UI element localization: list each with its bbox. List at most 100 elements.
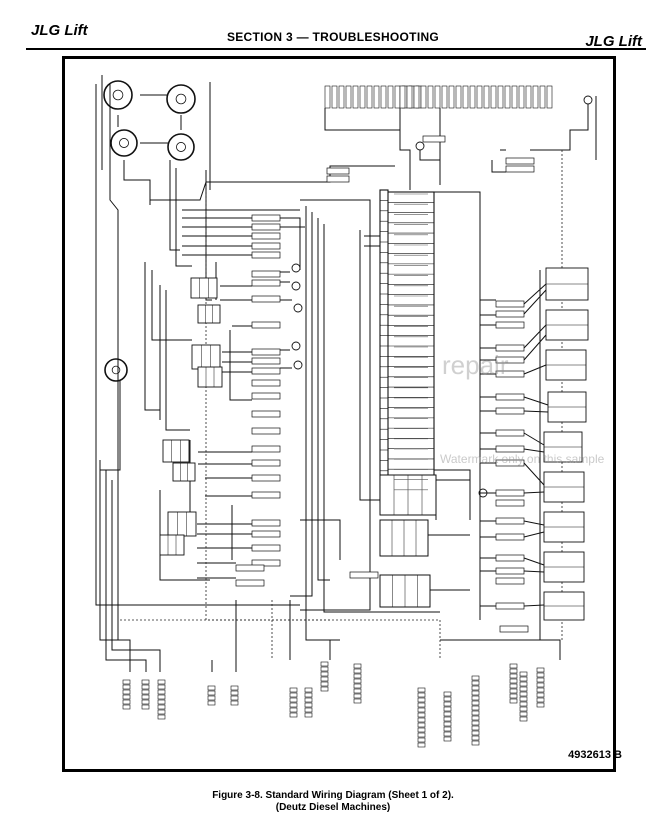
bottom-pin (230, 685, 239, 691)
bottom-pin (417, 712, 426, 718)
bottom-pin (417, 727, 426, 733)
brand-logo-left: JLG Lift (31, 22, 88, 39)
wire-tag (251, 392, 281, 400)
wire-trace (317, 218, 330, 581)
top-connector-pin (525, 85, 532, 109)
top-connector-pin (324, 85, 331, 109)
wire-tag (251, 223, 281, 231)
bottom-pin (417, 692, 426, 698)
wire-tag (251, 530, 281, 538)
top-connector-pin (546, 85, 553, 109)
wire-tag (495, 459, 525, 467)
ring-terminal-icon (291, 281, 301, 291)
wire-trace (359, 230, 380, 501)
bottom-pin (519, 706, 528, 712)
wire-trace (491, 160, 506, 173)
relay-block (159, 534, 185, 556)
bottom-pin (443, 696, 452, 702)
wire-trace (280, 217, 301, 270)
bottom-pin (320, 671, 329, 677)
wire-trace (290, 212, 313, 597)
ring-terminal-icon (415, 141, 425, 151)
bottom-pin (141, 694, 150, 700)
wire-tag (326, 175, 350, 183)
bottom-pin (417, 737, 426, 743)
wire-trace (169, 160, 180, 251)
bottom-pin (443, 711, 452, 717)
bottom-pin (207, 695, 216, 701)
wire-tag (495, 356, 525, 364)
wire-tag (251, 474, 281, 482)
wire-tag (495, 499, 525, 507)
bottom-pin (141, 704, 150, 710)
bottom-pin (509, 678, 518, 684)
bottom-pin (320, 666, 329, 672)
wire-tag (495, 489, 525, 497)
wire-trace (523, 289, 547, 315)
bottom-pin (519, 691, 528, 697)
wire-tag (495, 517, 525, 525)
top-connector-pin (406, 85, 413, 109)
wire-trace (105, 470, 147, 672)
bottom-pin (443, 706, 452, 712)
bottom-pin (536, 697, 545, 703)
document-number: 4932613 B (568, 749, 622, 761)
wire-trace (99, 460, 131, 672)
wire-tag (251, 357, 281, 365)
wire-trace (434, 469, 471, 520)
bottom-pin (289, 687, 298, 693)
bottom-pin (519, 701, 528, 707)
bottom-pin (471, 680, 480, 686)
top-connector-pin (539, 85, 546, 109)
gauge-icon (103, 80, 133, 110)
bottom-pin (417, 732, 426, 738)
wire-trace (523, 462, 545, 486)
bottom-pin (509, 688, 518, 694)
wire-tag (251, 445, 281, 453)
bottom-pin (122, 679, 131, 685)
wire-tag (251, 559, 281, 567)
wire-trace (523, 557, 545, 566)
wire-tag (495, 602, 525, 610)
bottom-pin (509, 668, 518, 674)
wire-tag (251, 232, 281, 240)
bottom-pin (536, 687, 545, 693)
diagram-frame (62, 56, 616, 772)
top-connector-pin (476, 85, 483, 109)
wire-trace (434, 191, 481, 620)
bottom-pin (289, 697, 298, 703)
bottom-pin (536, 702, 545, 708)
top-connector-pin (462, 85, 469, 109)
wire-trace (523, 432, 545, 446)
bottom-pin (230, 690, 239, 696)
bottom-pin (509, 698, 518, 704)
bottom-pin (471, 740, 480, 746)
wire-tag (235, 579, 265, 587)
bottom-pin (536, 677, 545, 683)
wire-trace (159, 490, 210, 581)
top-connector-pin (427, 85, 434, 109)
gauge-center-icon (175, 93, 187, 105)
top-connector-pin (441, 85, 448, 109)
top-connector-pin (413, 85, 420, 109)
bottom-pin (471, 735, 480, 741)
bottom-pin (141, 684, 150, 690)
wire-tag (326, 167, 350, 175)
bottom-pin (157, 699, 166, 705)
wire-trace (151, 270, 192, 341)
top-connector-pin (434, 85, 441, 109)
relay-block (172, 462, 196, 482)
bottom-pin (509, 683, 518, 689)
bottom-pin (471, 715, 480, 721)
section-title: SECTION 3 — TROUBLESHOOTING (226, 30, 440, 44)
top-connector-pin (399, 85, 406, 109)
bottom-pin (122, 699, 131, 705)
top-connector-pin (331, 85, 338, 109)
bottom-pin (417, 702, 426, 708)
bottom-pin (122, 689, 131, 695)
ring-terminal-icon (291, 263, 301, 273)
bottom-pin (304, 712, 313, 718)
top-connector-pin (483, 85, 490, 109)
top-connector-pin (490, 85, 497, 109)
bottom-pin (320, 681, 329, 687)
